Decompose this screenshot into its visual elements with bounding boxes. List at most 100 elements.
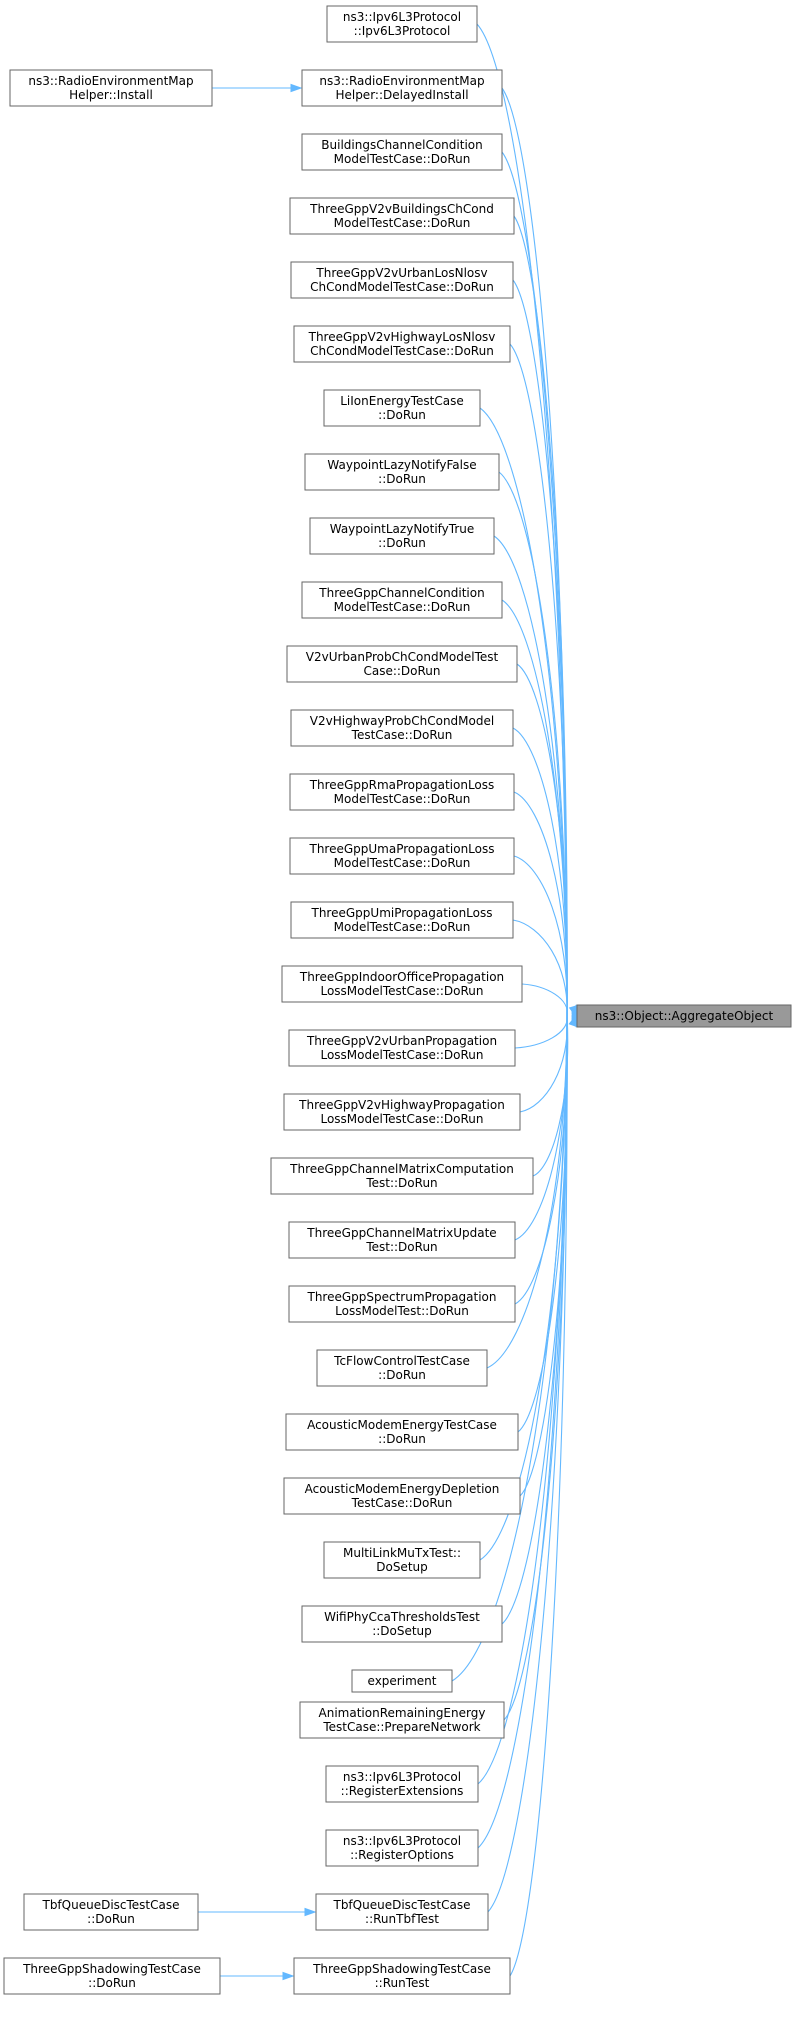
node-label-line: ::DoRun: [87, 1912, 135, 1926]
node-label-line: LossModelTest::DoRun: [335, 1304, 469, 1318]
caller-node[interactable]: ThreeGppSpectrumPropagationLossModelTest…: [288, 1285, 516, 1323]
caller-node[interactable]: ThreeGppV2vUrbanLosNlosvChCondModelTestC…: [290, 261, 514, 299]
target-node[interactable]: ns3::Object::AggregateObject: [576, 1004, 792, 1028]
node-label-line: ModelTestCase::DoRun: [334, 216, 471, 230]
caller-node[interactable]: ThreeGppChannelConditionModelTestCase::D…: [301, 581, 503, 619]
caller-node[interactable]: ns3::Ipv6L3Protocol::RegisterOptions: [325, 1829, 479, 1867]
node-label-line: ::DoRun: [378, 536, 426, 550]
node-box: [301, 1605, 503, 1643]
node-label-line: V2vHighwayProbChCondModel: [310, 714, 494, 728]
node-box: [288, 1029, 516, 1067]
node-label-line: ns3::Ipv6L3Protocol: [343, 1834, 461, 1848]
node-box: [325, 1765, 479, 1803]
node-label-line: ::DoRun: [378, 408, 426, 422]
caller-node[interactable]: WaypointLazyNotifyTrue::DoRun: [309, 517, 495, 555]
node-label-line: ns3::RadioEnvironmentMap: [28, 74, 193, 88]
caller-node[interactable]: ThreeGppIndoorOfficePropagationLossModel…: [281, 965, 523, 1003]
nodes-layer: ns3::Object::AggregateObjectns3::Ipv6L3P…: [3, 5, 792, 1995]
node-label-line: ::DoRun: [378, 1368, 426, 1382]
node-box: [289, 773, 515, 811]
caller-node[interactable]: TbfQueueDiscTestCase::DoRun: [23, 1893, 199, 1931]
node-label-line: AnimationRemainingEnergy: [319, 1706, 486, 1720]
node-label-line: LossModelTestCase::DoRun: [320, 984, 483, 998]
caller-node[interactable]: ThreeGppV2vUrbanPropagationLossModelTest…: [288, 1029, 516, 1067]
node-label-line: ThreeGppShadowingTestCase: [312, 1962, 491, 1976]
node-box: [326, 5, 478, 43]
node-box: [288, 1221, 516, 1259]
node-box: [304, 453, 500, 491]
caller-node[interactable]: ns3::Ipv6L3Protocol::RegisterExtensions: [325, 1765, 479, 1803]
node-box: [293, 325, 511, 363]
caller-node[interactable]: ns3::Ipv6L3Protocol::Ipv6L3Protocol: [326, 5, 478, 43]
caller-node[interactable]: WaypointLazyNotifyFalse::DoRun: [304, 453, 500, 491]
edge-arrowhead: [282, 1971, 295, 1981]
node-box: [3, 1957, 221, 1995]
caller-node[interactable]: ThreeGppV2vHighwayLosNlosvChCondModelTes…: [293, 325, 511, 363]
call-edge: [487, 1005, 568, 1913]
caller-node[interactable]: AcousticModemEnergyTestCase::DoRun: [285, 1413, 519, 1451]
node-label-line: ThreeGppV2vHighwayLosNlosv: [308, 330, 496, 344]
node-label-line: ns3::Object::AggregateObject: [595, 1009, 774, 1023]
caller-node[interactable]: ThreeGppShadowingTestCase::RunTest: [293, 1957, 511, 1995]
caller-node[interactable]: ns3::RadioEnvironmentMapHelper::DelayedI…: [301, 69, 503, 107]
call-edge: [519, 1010, 568, 1497]
node-label-line: ChCondModelTestCase::DoRun: [310, 344, 494, 358]
node-label-line: ::DoRun: [378, 1432, 426, 1446]
node-box: [301, 69, 503, 107]
caller-node[interactable]: ThreeGppV2vHighwayPropagationLossModelTe…: [283, 1093, 521, 1131]
caller-node[interactable]: AnimationRemainingEnergyTestCase::Prepar…: [299, 1701, 505, 1739]
node-label-line: LossModelTestCase::DoRun: [320, 1112, 483, 1126]
node-label-line: ns3::Ipv6L3Protocol: [343, 10, 461, 24]
caller-node[interactable]: ThreeGppUmiPropagationLossModelTestCase:…: [290, 901, 514, 939]
caller-node[interactable]: experiment: [351, 1669, 453, 1693]
node-label-line: ThreeGppChannelMatrixComputation: [289, 1162, 514, 1176]
caller-node[interactable]: ThreeGppUmaPropagationLossModelTestCase:…: [289, 837, 515, 875]
caller-node[interactable]: WifiPhyCcaThresholdsTest::DoSetup: [301, 1605, 503, 1643]
node-box: [323, 1541, 481, 1579]
caller-node[interactable]: TcFlowControlTestCase::DoRun: [316, 1349, 488, 1387]
node-label-line: Case::DoRun: [363, 664, 440, 678]
call-edge: [513, 791, 568, 1019]
node-label-line: Test::DoRun: [365, 1176, 437, 1190]
caller-node[interactable]: ThreeGppChannelMatrixComputationTest::Do…: [270, 1157, 534, 1195]
caller-node[interactable]: ThreeGppV2vBuildingsChCondModelTestCase:…: [289, 197, 515, 235]
node-box: [315, 1893, 489, 1931]
node-label-line: ::RunTbfTest: [365, 1912, 439, 1926]
node-box: [325, 1829, 479, 1867]
node-label-line: ThreeGppIndoorOfficePropagation: [299, 970, 504, 984]
node-box: [351, 1669, 453, 1693]
node-label-line: TestCase::DoRun: [351, 728, 453, 742]
node-label-line: Helper::Install: [69, 88, 153, 102]
caller-node[interactable]: TbfQueueDiscTestCase::RunTbfTest: [315, 1893, 489, 1931]
node-label-line: TbfQueueDiscTestCase: [332, 1898, 470, 1912]
caller-node[interactable]: ThreeGppShadowingTestCase::DoRun: [3, 1957, 221, 1995]
caller-node[interactable]: BuildingsChannelConditionModelTestCase::…: [301, 133, 503, 171]
call-edge: [451, 1008, 568, 1682]
node-label-line: TbfQueueDiscTestCase: [41, 1898, 179, 1912]
call-edge: [512, 919, 568, 1018]
node-label-line: ThreeGppChannelCondition: [318, 586, 484, 600]
node-label-line: LossModelTestCase::DoRun: [320, 1048, 483, 1062]
node-label-line: ThreeGppV2vHighwayPropagation: [298, 1098, 505, 1112]
node-label-line: TestCase::DoRun: [351, 1496, 453, 1510]
caller-node[interactable]: MultiLinkMuTxTest::DoSetup: [323, 1541, 481, 1579]
caller-node[interactable]: LiIonEnergyTestCase::DoRun: [323, 389, 481, 427]
node-label-line: TestCase::PrepareNetwork: [322, 1720, 480, 1734]
call-edge: [514, 1015, 568, 1049]
node-label-line: DoSetup: [376, 1560, 428, 1574]
node-box: [309, 517, 495, 555]
caller-node[interactable]: ThreeGppRmaPropagationLossModelTestCase:…: [289, 773, 515, 811]
node-box: [283, 1477, 521, 1515]
call-edge: [477, 1006, 568, 1849]
call-edge: [513, 855, 568, 1018]
node-box: [290, 901, 514, 939]
node-label-line: Test::DoRun: [365, 1240, 437, 1254]
caller-node[interactable]: AcousticModemEnergyDepletionTestCase::Do…: [283, 1477, 521, 1515]
edge-arrowhead: [304, 1907, 317, 1917]
node-box: [270, 1157, 534, 1195]
